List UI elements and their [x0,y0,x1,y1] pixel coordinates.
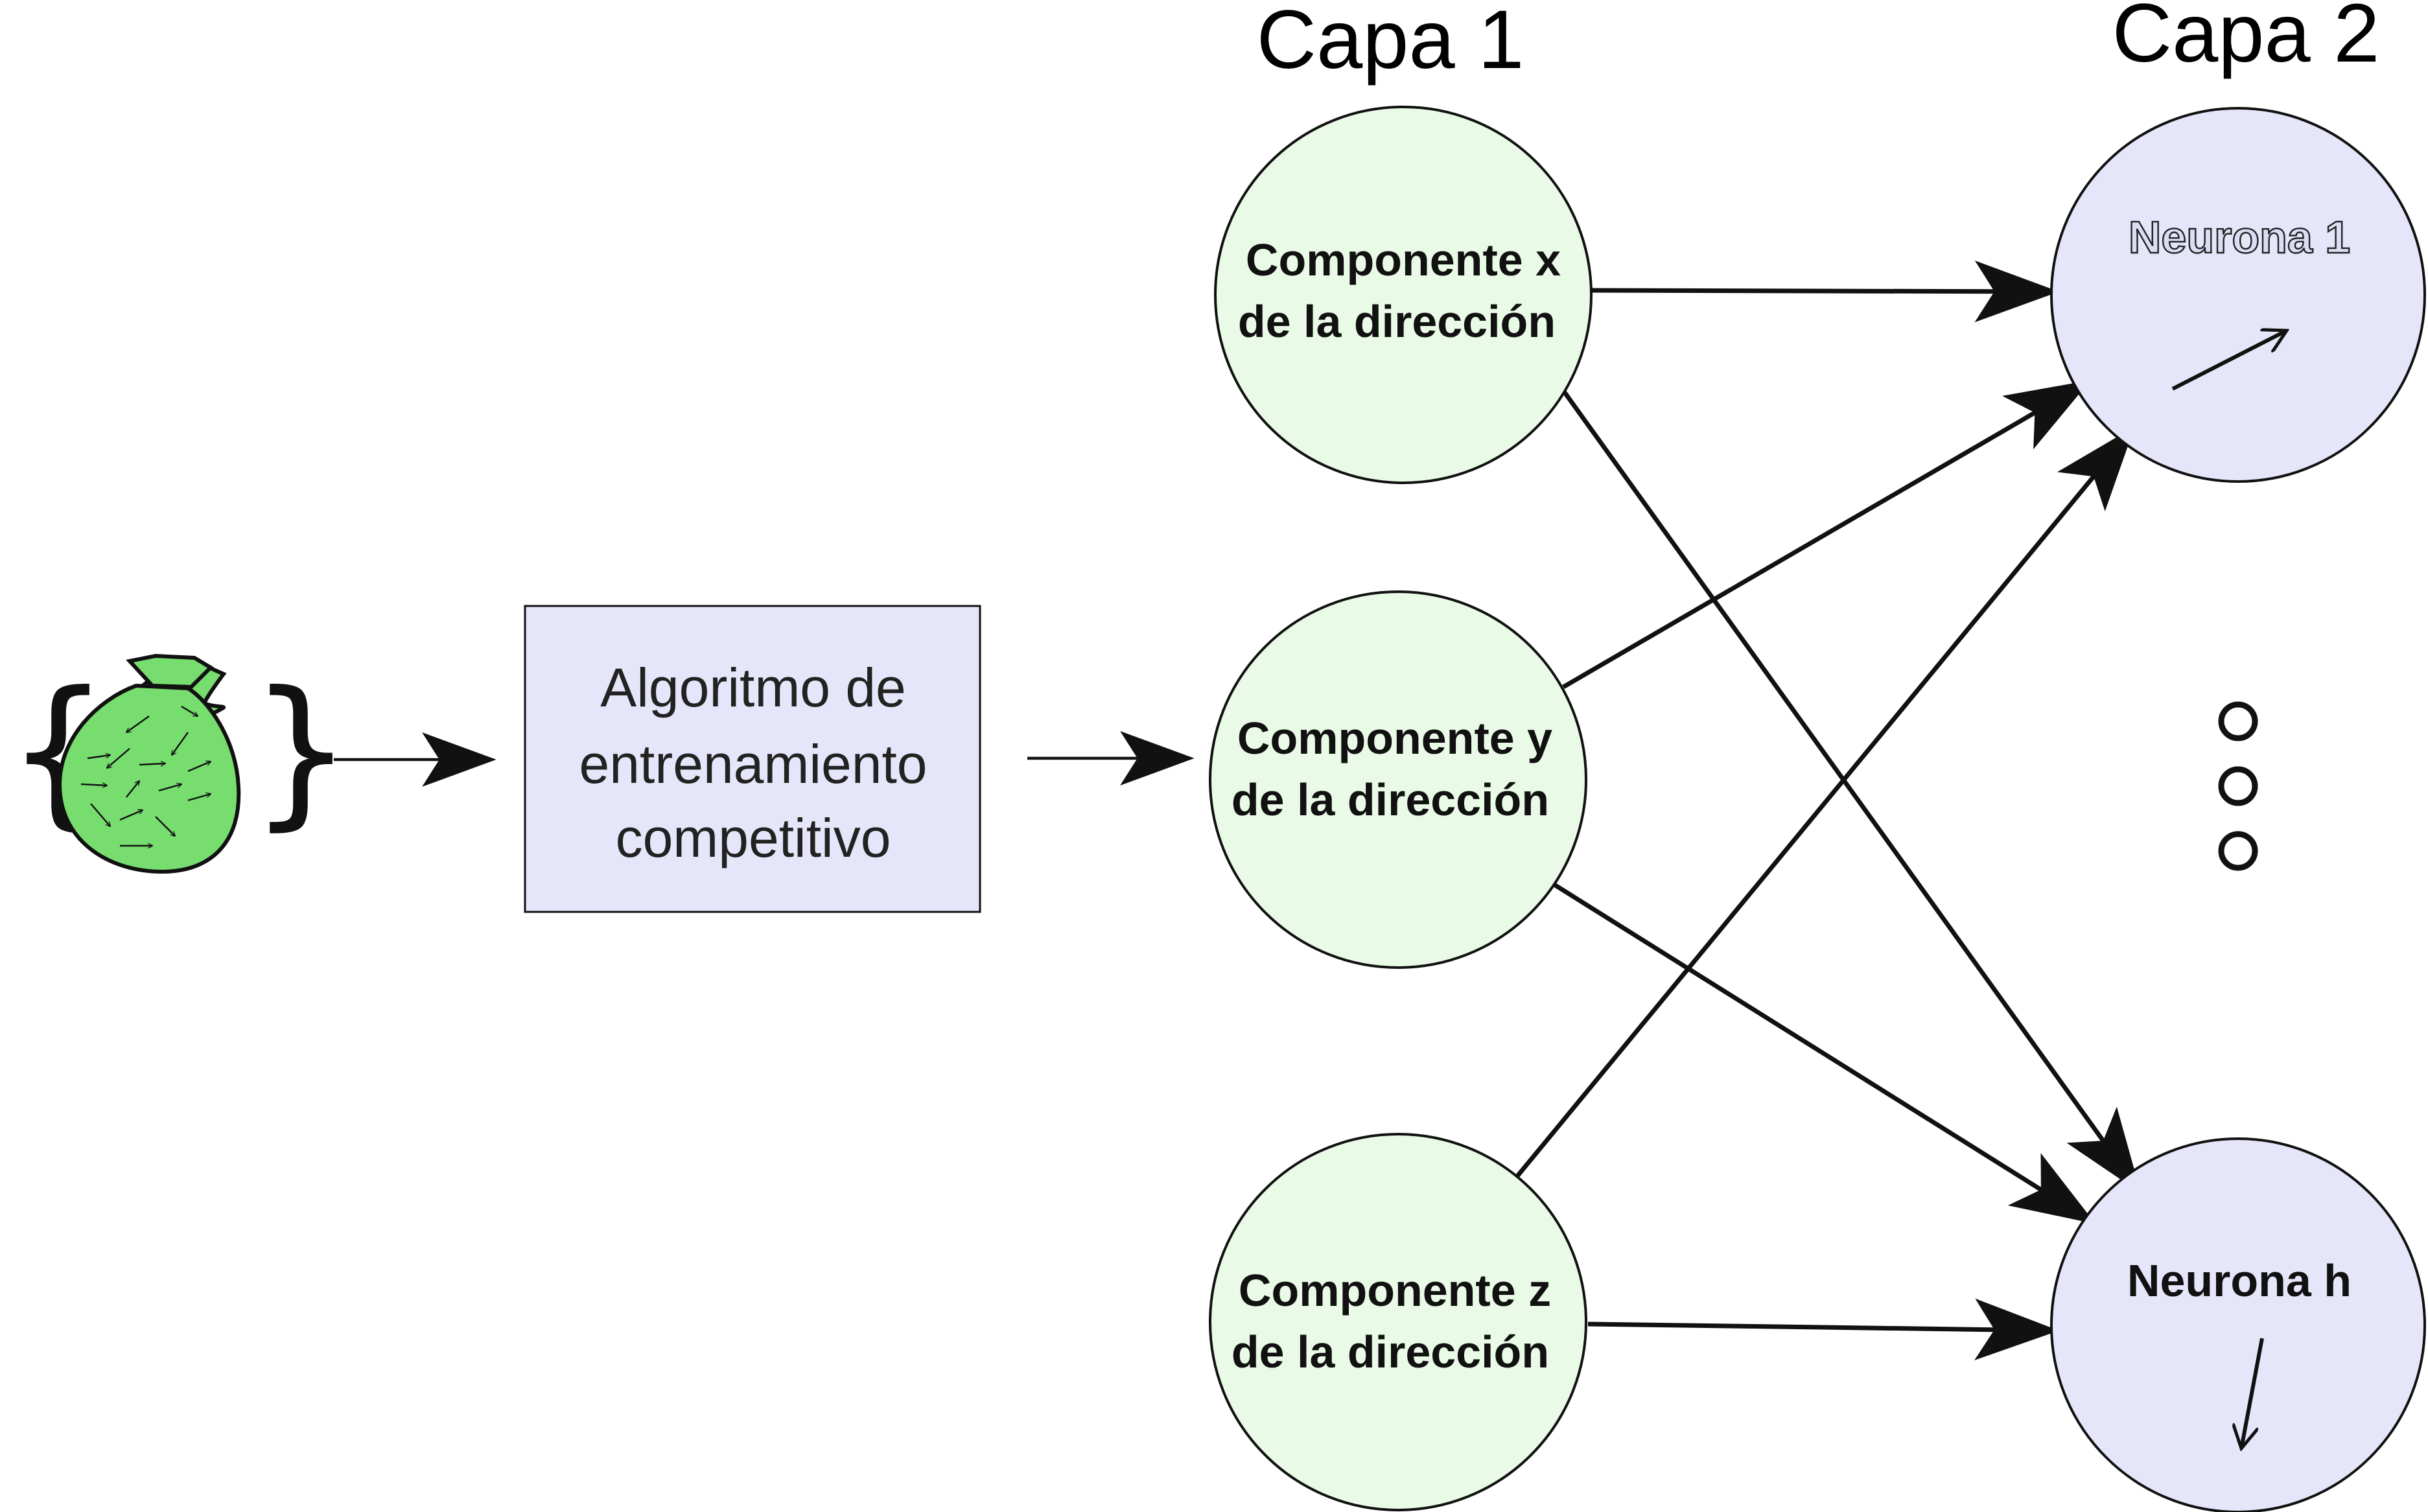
input-set: { } [6,653,353,874]
layer-2-title: Capa 2 [2112,0,2380,80]
algorithm-label-line-3: competitivo [616,808,891,868]
node-y-label-line-2: de la dirección [1232,774,1549,825]
node-x-label-line-1: Componente x [1246,235,1561,285]
ellipsis-dot-3 [2218,831,2258,871]
layer-connections [1512,260,2142,1360]
layer-1-node-z-circle [1209,1133,1587,1511]
connection-y-to-neuron-1 [1562,380,2091,690]
neuron-h-label: Neurona h [2127,1255,2352,1306]
neuron-h-circle [2050,1137,2426,1512]
algorithm-box-frame [524,605,981,913]
algorithm-label-line-1: Algoritmo de [600,657,906,718]
arrow-up-right-icon [2171,331,2287,391]
layer-2-neuron-1: Neurona 1 [2050,107,2426,483]
arrow-down-icon [2241,1338,2264,1448]
connection-x-to-neuron-h [1560,387,2142,1194]
layer-1-node-z: Componente z de la dirección [1209,1133,1587,1511]
bag-of-vectors-icon [57,653,241,874]
connection-z-to-neuron-h [1587,1298,2059,1360]
vertical-ellipsis-icon [2218,701,2258,871]
node-z-label-line-2: de la dirección [1232,1327,1549,1377]
algorithm-label-line-2: entrenamiento [579,734,927,795]
node-z-label-line-1: Componente z [1239,1265,1551,1316]
node-x-label-line-2: de la dirección [1238,296,1556,347]
layer-1-node-y: Componente y de la dirección [1209,590,1587,969]
neuron-1-circle [2050,107,2426,483]
ellipsis-dot-2 [2218,766,2258,806]
connection-z-to-neuron-1 [1512,426,2135,1183]
node-y-label-line-1: Componente y [1237,713,1552,763]
layer-1-title: Capa 1 [1257,0,1524,86]
ellipsis-dot-1 [2218,701,2258,741]
close-brace: } [250,657,353,845]
layer-1-node-y-circle [1209,590,1587,969]
neuron-1-label: Neurona 1 [2129,212,2350,262]
algorithm-box: Algoritmo de entrenamiento competitivo [524,605,981,913]
layer-1-node-x-circle [1214,106,1593,484]
layer-1-node-x: Componente x de la dirección [1214,106,1593,484]
layer-2-neuron-h: Neurona h [2050,1137,2426,1512]
connection-x-to-neuron-1 [1589,260,2059,323]
connection-y-to-neuron-h [1553,883,2096,1224]
